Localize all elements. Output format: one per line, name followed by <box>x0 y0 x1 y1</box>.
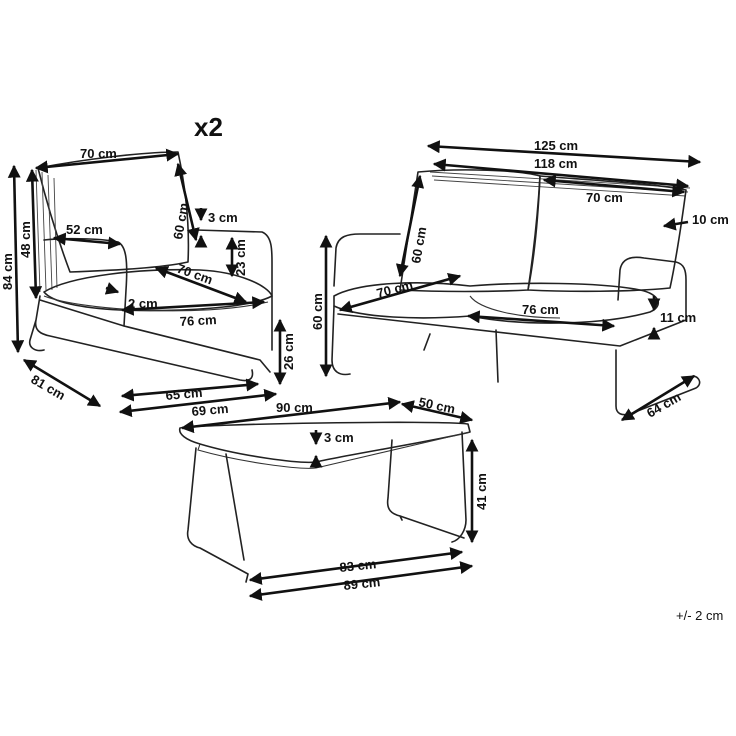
table-drawing <box>178 421 471 583</box>
dim-armchair-back-width <box>34 148 180 174</box>
dim-sofa-cushion-width <box>542 174 686 198</box>
label-armchair-depth: 81 cm <box>29 372 68 403</box>
dim-armchair-arm-width <box>52 232 122 250</box>
dim-armchair-total-height <box>7 164 25 354</box>
dim-armchair-seat-width <box>120 296 266 316</box>
label-table-outer-length: 89 cm <box>343 574 381 593</box>
label-sofa-seat-depth: 70 cm <box>375 277 415 301</box>
label-armchair-inner-width: 65 cm <box>165 385 203 403</box>
label-armchair-seat-thickness: 2 cm <box>128 296 158 311</box>
label-armchair-outer-width: 69 cm <box>191 401 229 419</box>
label-sofa-seat-thickness: 11 cm <box>660 310 696 325</box>
dim-table-outer-length <box>248 561 474 601</box>
label-table-height: 41 cm <box>474 473 489 510</box>
dim-sofa-back-cushion <box>395 174 425 278</box>
armchair-rope-back <box>35 169 58 293</box>
label-sofa-arm-width: 10 cm <box>692 212 729 227</box>
label-sofa-inner-width: 118 cm <box>534 156 577 171</box>
dim-armchair-back-height <box>25 168 43 300</box>
label-sofa-back-cushion: 60 cm <box>408 226 429 265</box>
tolerance-note: +/- 2 cm <box>676 608 723 623</box>
dim-sofa-depth <box>620 374 696 422</box>
armchair-back-cushion <box>37 151 190 273</box>
armchair-seat-cushion <box>43 268 273 312</box>
armchair-frame <box>28 295 271 382</box>
dim-table-width <box>400 400 474 424</box>
label-armchair-arm-height: 23 cm <box>233 239 248 276</box>
dim-armchair-depth <box>22 358 102 408</box>
label-sofa-outer-width: 125 cm <box>534 138 578 153</box>
label-armchair-back-cushion: 60 cm <box>170 202 191 241</box>
label-table-thickness: 3 cm <box>324 430 354 445</box>
label-table-width: 50 cm <box>417 394 456 416</box>
label-armchair-total-height: 84 cm <box>0 253 15 290</box>
label-sofa-seat-width: 76 cm <box>522 302 559 317</box>
dim-armchair-seat-thickness <box>104 282 120 295</box>
dim-armchair-back-cushion <box>174 162 200 242</box>
dim-sofa-seat-depth <box>338 272 462 314</box>
label-armchair-back-width: 70 cm <box>80 146 117 161</box>
label-table-length: 90 cm <box>276 400 313 415</box>
label-sofa-height: 60 cm <box>310 293 325 330</box>
table-legs <box>186 431 467 583</box>
armchair-right-arm <box>195 229 273 351</box>
label-armchair-arm-thickness: 3 cm <box>208 210 238 225</box>
label-armchair-seat-height: 26 cm <box>281 333 296 370</box>
label-sofa-cushion-width: 70 cm <box>586 190 623 205</box>
sofa-frame <box>331 305 701 416</box>
label-table-inner-length: 83 cm <box>339 556 377 575</box>
sofa-right-arm <box>617 256 687 321</box>
dim-sofa-arm-width <box>662 217 689 231</box>
dimension-lines <box>7 140 702 601</box>
label-armchair-back-height: 48 cm <box>18 221 33 258</box>
label-armchair-seat-width: 76 cm <box>179 312 217 329</box>
dim-sofa-seat-width <box>466 310 616 332</box>
quantity-label: x2 <box>194 112 223 142</box>
label-armchair-arm-width: 52 cm <box>66 222 103 237</box>
sofa-left-arm <box>333 233 401 287</box>
dim-table-length <box>180 396 402 434</box>
